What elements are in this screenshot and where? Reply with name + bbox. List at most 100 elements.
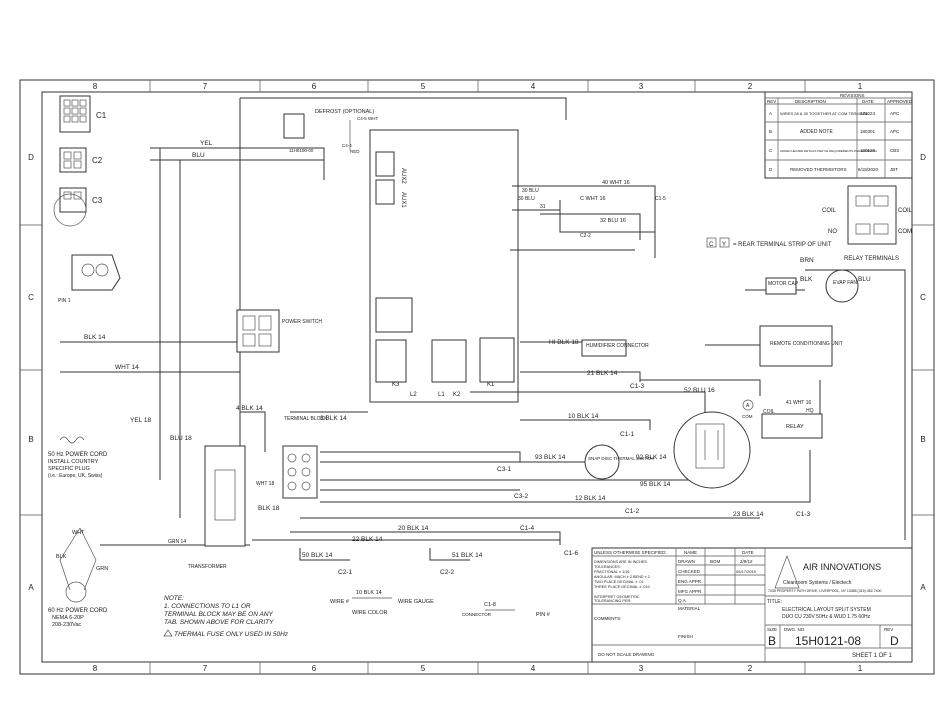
ref-c32: C3-2 xyxy=(514,493,528,500)
revisions-table: REVISIONS REV DESCRIPTION DATE APPROVED … xyxy=(764,91,913,179)
note-1a: 1. CONNECTIONS TO L1 OR xyxy=(164,603,251,610)
relay-terminals xyxy=(847,185,897,245)
evap-fan-label: EVAP FAN xyxy=(833,280,857,286)
col-label-5: 5 xyxy=(421,82,426,91)
rev-b-date: 180301 xyxy=(860,129,876,134)
wire-92: 92 BLK 14 xyxy=(636,454,667,461)
rev-c-desc: ADDED HEATER DETAILS PER CE REQUIREMENTS… xyxy=(780,149,877,153)
terminal-k3: K3 xyxy=(392,382,400,388)
hq-label: HQ xyxy=(806,408,814,414)
ref-c11: C1-1 xyxy=(620,431,634,438)
row-label-d: D xyxy=(28,153,34,162)
col-label-3: 3 xyxy=(639,82,644,91)
tb-comments: COMMENTS: xyxy=(594,616,622,621)
note-2: THERMAL FUSE ONLY USED IN 50Hz xyxy=(174,631,289,638)
defrost-wht-label: C4-5 WHT xyxy=(357,116,379,121)
tb-dims6: THREE PLACE DECIMAL ± .010 xyxy=(594,585,650,589)
note-title: NOTE: xyxy=(164,595,184,602)
wire-legend: 10 BLK 14 WIRE # WIRE GAUGE WIRE COLOR C… xyxy=(330,590,551,618)
tb-title-line1: ELECTRICAL LAYOUT SPLIT SYSTEM xyxy=(782,607,871,613)
tb-drawn-name: BGM xyxy=(710,559,721,564)
tb-dims3: FRACTIONAL ± 1/16 xyxy=(594,570,630,574)
rev-header-approved: APPROVED xyxy=(887,99,913,104)
tb-unless: UNLESS OTHERWISE SPECIFIED: xyxy=(594,550,667,555)
note-1b: TERMINAL BLOCK MAY BE ON ANY xyxy=(164,611,274,618)
relay-terminals-label: RELAY TERMINALS xyxy=(844,256,899,262)
heater-assembly xyxy=(673,411,751,489)
rev-header-rev: REV xyxy=(767,99,776,104)
wire-93: 93 BLK 14 xyxy=(535,454,566,461)
cord50-line4: (i.e.: Europe, UK, Swiss) xyxy=(48,473,103,479)
connector-c1: C1 xyxy=(59,95,107,133)
row-label-c: C xyxy=(28,293,34,302)
tb-dims4: ANGULAR: MACH ± 2 BEND ± 2 xyxy=(594,575,650,579)
col-label-2-bottom: 2 xyxy=(748,664,753,673)
relay-com-label: COM xyxy=(898,229,912,235)
rev-c-by: CBS xyxy=(890,148,899,153)
ref-c14: C1-4 xyxy=(520,525,534,532)
rev-header-date: DATE xyxy=(862,99,874,104)
tb-checked: CHECKED xyxy=(678,569,701,574)
outer-border xyxy=(19,79,935,675)
row-label-b-right: B xyxy=(920,435,925,444)
company-logo-icon xyxy=(774,555,800,589)
power-cord-50hz: 50 Hz POWER CORD INSTALL COUNTRY SPECIFI… xyxy=(48,436,108,479)
power-switch-label: POWER SWITCH xyxy=(282,319,322,325)
relay xyxy=(761,413,823,439)
col-label-4-bottom: 4 xyxy=(531,664,536,673)
col-label-1-bottom: 1 xyxy=(858,664,863,673)
connector-c3: C3 xyxy=(53,187,103,227)
evap-fan xyxy=(825,269,859,303)
wire-32: 32 BLU 16 xyxy=(600,218,626,224)
wire-wht14: WHT 14 xyxy=(115,364,139,371)
cord60-line2: NEMA 6-20P xyxy=(52,615,84,621)
humidifier-label: HUMIDIFIER CONNECTOR xyxy=(586,343,649,349)
wire-30b: 30 BLU xyxy=(518,196,535,202)
wire-blk14: BLK 14 xyxy=(84,334,106,341)
wire-blu: BLU xyxy=(192,152,205,159)
cord60-line1: 60 Hz POWER CORD xyxy=(48,608,108,614)
row-label-d-right: D xyxy=(920,153,926,162)
col-label-2: 2 xyxy=(748,82,753,91)
tb-date-header: DATE xyxy=(742,550,754,555)
connector-refs: C1-5 C2-2 C1-3 C1-1 C3-1 C3-2 C1-2 C1-4 … xyxy=(338,196,810,576)
col-label-6: 6 xyxy=(312,82,317,91)
wire-blk: BLK xyxy=(800,276,813,283)
defrost-part-no: 11H0100-00 xyxy=(289,148,314,153)
defrost-c44-label: C4-4 xyxy=(342,143,352,148)
tb-dims1: DIMENSIONS ARE IN INCHES xyxy=(594,560,647,564)
power-switch xyxy=(236,309,280,353)
col-label-8-bottom: 8 xyxy=(93,664,98,673)
note-1c: TAB. SHOWN ABOVE FOR CLARITY xyxy=(164,619,274,626)
tb-mfg-appr: MFG APPR. xyxy=(678,589,703,594)
relay-coil-right: COIL xyxy=(898,208,913,214)
col-label-7-bottom: 7 xyxy=(203,664,208,673)
defrost-label: DEFROST (OPTIONAL) xyxy=(315,109,374,115)
wire-grn14: GRN 14 xyxy=(168,539,186,545)
aux2-label: AUX2 xyxy=(400,168,406,184)
motor-cap-label: MOTOR CAP xyxy=(768,281,799,287)
relay-label: RELAY xyxy=(786,424,804,430)
wire-22: 22 BLK 14 xyxy=(352,536,383,543)
company-sub2: 7035 PROPERTY PATH DRIVE, LIVERPOOL, NY … xyxy=(768,589,882,593)
sym-y: Y xyxy=(722,242,726,248)
relay-k3 xyxy=(375,339,407,383)
company-sub1: Cleanroom Systems / Electech xyxy=(783,580,852,586)
ref-c13: C1-3 xyxy=(630,383,644,390)
cord50-line1: 50 Hz POWER CORD xyxy=(48,452,108,458)
tb-checked-date: 05/17/2019 xyxy=(736,569,757,574)
col-label-3-bottom: 3 xyxy=(639,664,644,673)
zone-ticks xyxy=(20,80,934,674)
cord50-line3: SPECIFIC PLUG xyxy=(48,466,90,472)
tb-dwg-no: 15H0121-08 xyxy=(795,634,861,648)
tb-qa: Q.A. xyxy=(678,598,687,603)
snap-disc-switch xyxy=(584,444,620,480)
notes: NOTE: 1. CONNECTIONS TO L1 OR TERMINAL B… xyxy=(163,595,289,638)
revisions-title: REVISIONS xyxy=(840,93,865,98)
defrost-thermostat xyxy=(283,113,305,139)
connector-c2: C2 xyxy=(59,147,103,173)
tb-drawn: DRAWN xyxy=(678,559,695,564)
terminal-l1: L1 xyxy=(438,392,445,398)
ref-c13b: C1-3 xyxy=(796,511,810,518)
